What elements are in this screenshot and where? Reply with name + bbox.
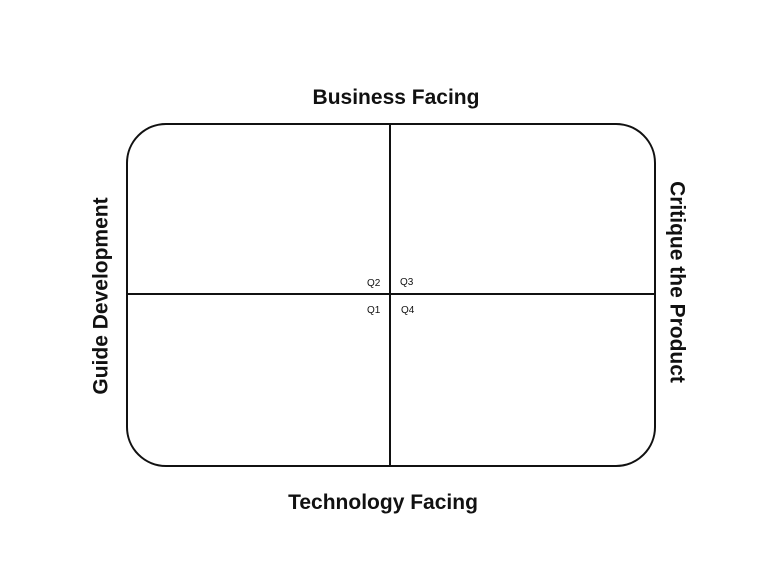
axis-label-technology-facing: Technology Facing <box>288 491 478 514</box>
axis-label-guide-development: Guide Development <box>89 197 113 395</box>
axis-label-critique-the-product: Critique the Product <box>665 181 689 383</box>
quadrant-label-q3: Q3 <box>400 277 414 288</box>
quadrant-label-q4: Q4 <box>401 305 415 316</box>
quadrant-label-q1: Q1 <box>367 305 381 316</box>
quadrant-frame <box>126 123 656 467</box>
vertical-divider <box>389 125 391 465</box>
horizontal-divider <box>128 293 654 295</box>
quadrant-label-q2: Q2 <box>367 278 381 289</box>
axis-label-business-facing: Business Facing <box>312 86 480 109</box>
